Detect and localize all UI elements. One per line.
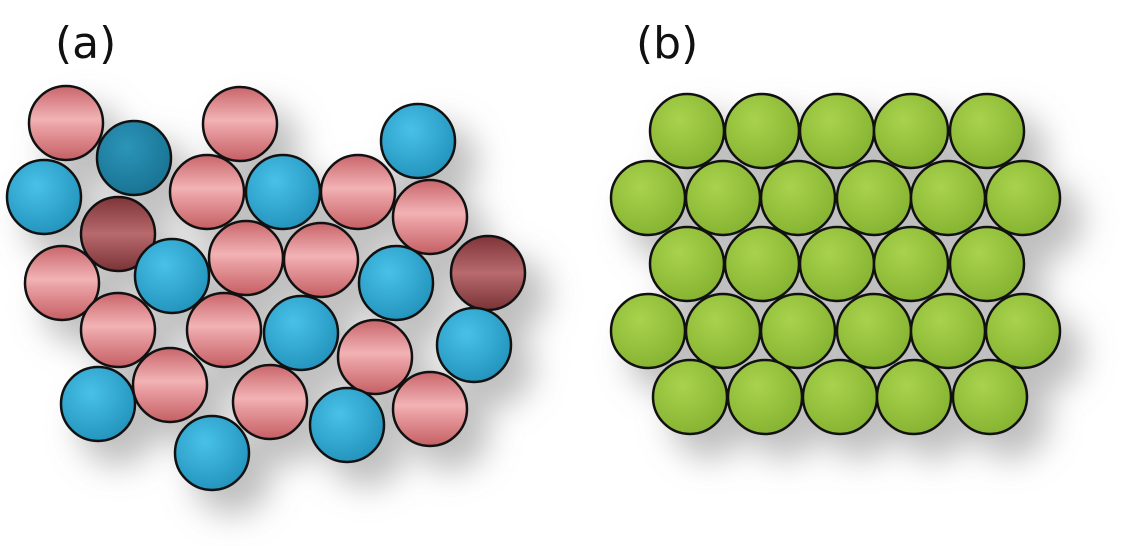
dark-pink-particle	[79, 195, 157, 273]
pink-particle	[201, 85, 279, 163]
blue-particle	[435, 306, 513, 384]
blue-particle	[173, 414, 251, 492]
pink-particle	[79, 291, 157, 369]
pink-particle	[336, 318, 414, 396]
green-particle	[759, 292, 837, 370]
green-particle	[651, 358, 729, 436]
pink-particle	[23, 244, 101, 322]
green-particle	[875, 358, 953, 436]
green-particle	[909, 159, 987, 237]
pink-particle	[391, 178, 469, 256]
blue-particle	[59, 365, 137, 443]
green-particle	[835, 159, 913, 237]
pink-particle	[319, 153, 397, 231]
green-particle	[609, 159, 687, 237]
green-particle	[951, 358, 1029, 436]
green-particle	[984, 292, 1062, 370]
green-particle	[948, 92, 1026, 170]
pink-particle	[391, 370, 469, 448]
panel-b-crystalline	[609, 92, 1062, 436]
panel-b-label: (b)	[636, 18, 698, 69]
green-particle	[835, 292, 913, 370]
blue-particle	[244, 153, 322, 231]
dark-blue-particle	[95, 119, 173, 197]
green-particle	[684, 159, 762, 237]
green-particle	[684, 292, 762, 370]
green-particle	[798, 92, 876, 170]
pink-particle	[131, 346, 209, 424]
green-particle	[726, 358, 804, 436]
pink-particle	[282, 221, 360, 299]
green-particle	[909, 292, 987, 370]
panel-a-label: (a)	[55, 18, 116, 69]
pink-particle	[168, 153, 246, 231]
green-particle	[609, 292, 687, 370]
green-particle	[798, 225, 876, 303]
pink-particle	[185, 291, 263, 369]
blue-particle	[5, 158, 83, 236]
green-particle	[723, 92, 801, 170]
blue-particle	[262, 294, 340, 372]
pink-particle	[231, 363, 309, 441]
blue-particle	[357, 244, 435, 322]
green-particle	[984, 159, 1062, 237]
blue-particle	[308, 386, 386, 464]
green-particle	[801, 358, 879, 436]
pink-particle	[207, 219, 285, 297]
green-particle	[948, 225, 1026, 303]
blue-particle	[379, 102, 457, 180]
green-particle	[648, 225, 726, 303]
green-particle	[648, 92, 726, 170]
blue-particle	[133, 237, 211, 315]
green-particle	[872, 92, 950, 170]
panel-a-amorphous	[5, 84, 527, 492]
green-particle	[872, 225, 950, 303]
green-particle	[759, 159, 837, 237]
green-particle	[723, 225, 801, 303]
dark-pink-particle	[449, 234, 527, 312]
pink-particle	[27, 84, 105, 162]
